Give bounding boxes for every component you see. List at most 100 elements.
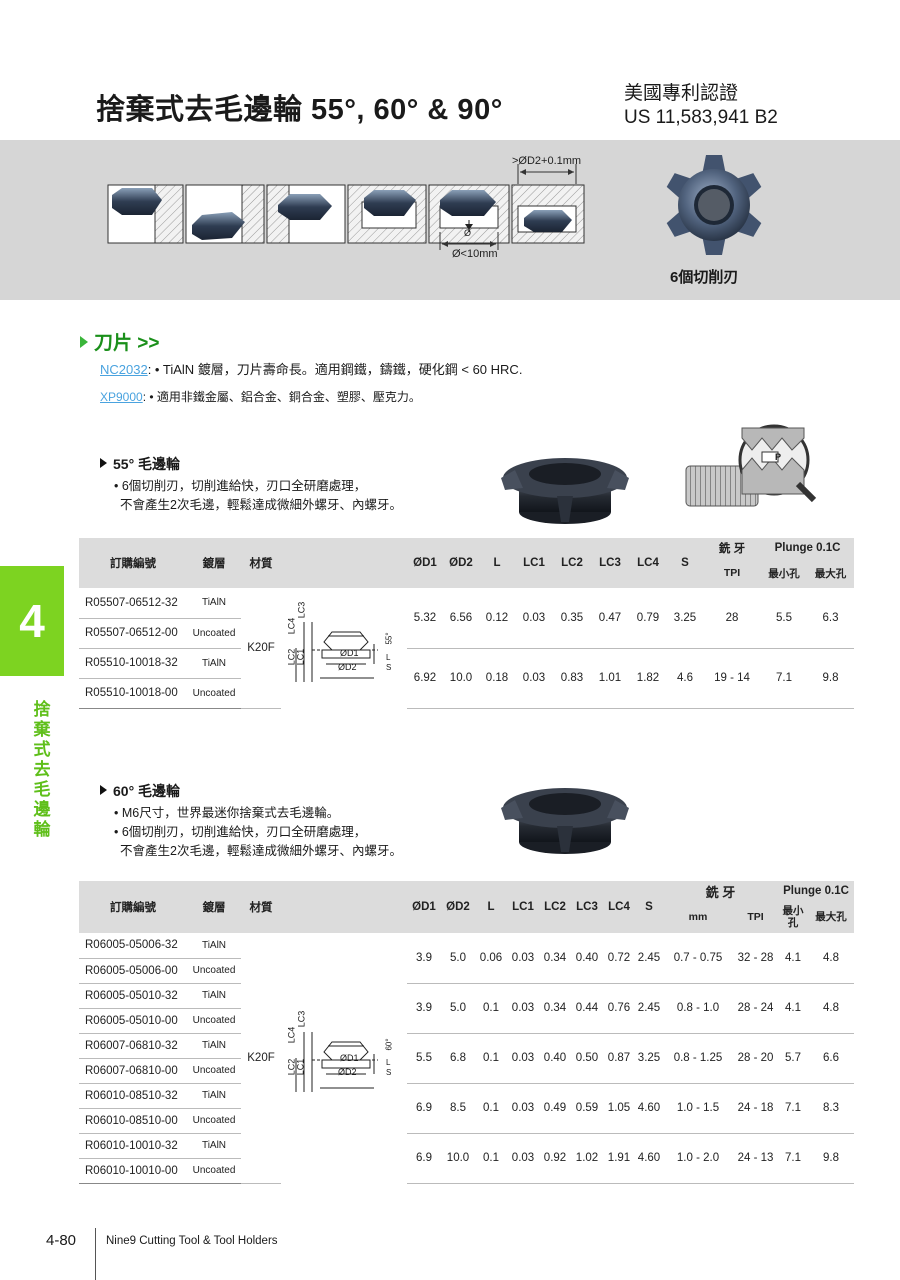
table-cell: 28 - 20: [733, 1033, 778, 1084]
table-cell: Uncoated: [187, 1058, 241, 1084]
table-cell: K20F: [241, 933, 281, 1184]
dim-lc3: LC3: [296, 601, 307, 619]
inserts-heading: 刀片 >>: [80, 328, 159, 355]
table-cell: 6.9: [407, 1133, 441, 1184]
table-cell: 7.1: [778, 1133, 808, 1184]
patent-line2: US 11,583,941 B2: [624, 107, 778, 128]
table-cell: TiAlN: [187, 648, 241, 679]
dim-lc1: LC1: [295, 648, 306, 666]
tool-dim-diagram-60: [295, 1031, 378, 1092]
table-cell: 0.87: [603, 1033, 635, 1084]
table-cell: 1.0 - 2.0: [663, 1133, 733, 1184]
table-cell: R06007-06810-00: [79, 1058, 187, 1084]
table-cell: Plunge 0.1C: [778, 881, 855, 901]
table-cell: 4.60: [635, 1133, 663, 1184]
table-cell: ØD1: [407, 538, 443, 588]
dim-lc1-60: LC1: [295, 1058, 306, 1076]
table-cell: LC4: [629, 538, 667, 588]
table-cell: LC1: [515, 538, 553, 588]
insert-code-link[interactable]: NC2032: [100, 362, 148, 377]
table-cell: 1.91: [603, 1133, 635, 1184]
table-cell: 0.03: [507, 1083, 539, 1134]
table-cell: 0.34: [539, 933, 571, 984]
table-cell: 訂購編號: [79, 538, 187, 588]
table-cell: 6.92: [407, 648, 443, 709]
table-cell: 4.60: [635, 1083, 663, 1134]
table-cell: TiAlN: [187, 588, 241, 619]
page-number: 4-80: [46, 1232, 77, 1249]
table-cell: [281, 881, 407, 933]
table-cell: LC2: [539, 881, 571, 933]
table-cell: 0.12: [479, 588, 515, 649]
table-cell: 0.03: [507, 1033, 539, 1084]
table-cell: 1.05: [603, 1083, 635, 1134]
table-cell: TPI: [703, 558, 761, 588]
table-cell: 6.3: [807, 588, 855, 649]
table-cell: [281, 588, 407, 708]
table-cell: [281, 933, 407, 1183]
table-cell: 32 - 28: [733, 933, 778, 984]
table-cell: TiAlN: [187, 933, 241, 959]
table-cell: LC2: [553, 538, 591, 588]
dim-s: S: [386, 663, 392, 672]
insert-nc2032: NC2032: • TiAlN 鍍層，刀片壽命長。適用鋼鐵，鑄鐵，硬化鋼 < 6…: [100, 362, 523, 377]
table-cell: 最大孔: [808, 901, 855, 933]
dim-lc4: LC4: [286, 617, 297, 635]
chapter-label: 捨棄式去毛邊輪: [33, 700, 51, 839]
cutter-label: 6個切削刃: [670, 269, 739, 286]
table-cell: R06007-06810-32: [79, 1033, 187, 1059]
table-cell: Uncoated: [187, 1108, 241, 1134]
table-cell: TiAlN: [187, 1033, 241, 1059]
table-cell: 鍍層: [187, 538, 241, 588]
process-illustration: [107, 164, 585, 250]
table-60: 訂購編號 鍍層 材質 ØD1 ØD2 L LC1 LC2 LC3 LC4 S 銑…: [79, 881, 855, 1184]
table-cell: 5.0: [441, 933, 475, 984]
table-cell: 6.6: [808, 1033, 855, 1084]
table-cell: 最小孔: [761, 558, 807, 588]
table-cell: 1.02: [571, 1133, 603, 1184]
wheel-60-photo: [501, 788, 629, 854]
table-cell: 4.1: [778, 933, 808, 984]
table-cell: 6.8: [441, 1033, 475, 1084]
table-cell: 2.45: [635, 933, 663, 984]
table-cell: TPI: [733, 901, 778, 933]
table-cell: 0.76: [603, 983, 635, 1034]
table-55: 訂購編號 鍍層 材質 ØD1 ØD2 L LC1 LC2 LC3 LC4 S 銑…: [79, 538, 855, 709]
table-cell: 0.50: [571, 1033, 603, 1084]
table-cell: 0.44: [571, 983, 603, 1034]
table-cell: Uncoated: [187, 678, 241, 709]
table-cell: 0.8 - 1.0: [663, 983, 733, 1034]
dim-d1-60: ØD1: [340, 1053, 359, 1063]
table-cell: 19 - 14: [703, 648, 761, 709]
table-cell: 0.92: [539, 1133, 571, 1184]
table-cell: 0.72: [603, 933, 635, 984]
table-cell: 訂購編號: [79, 881, 187, 933]
table-cell: ØD2: [443, 538, 479, 588]
table-cell: 0.1: [475, 1033, 507, 1084]
table-cell: 9.8: [807, 648, 855, 709]
table-cell: 材質: [241, 538, 281, 588]
table-cell: 0.34: [539, 983, 571, 1034]
table-cell: TiAlN: [187, 983, 241, 1009]
table-cell: ØD1: [407, 881, 441, 933]
thread-magnifier: [685, 424, 817, 507]
table-cell: TiAlN: [187, 1133, 241, 1159]
section-60-bullets: • M6尺寸，世界最迷你捨棄式去毛邊輪。 • 6個切削刃，切削進給快，刃口全研磨…: [114, 806, 402, 858]
table-cell: 0.40: [571, 933, 603, 984]
dim-d2-60: ØD2: [338, 1067, 357, 1077]
table-cell: Plunge 0.1C: [761, 538, 855, 558]
section-55-heading: 55° 毛邊輪: [100, 454, 180, 474]
insert-code-link[interactable]: XP9000: [100, 390, 143, 404]
table-cell: 3.9: [407, 933, 441, 984]
table-cell: mm: [663, 901, 733, 933]
table-cell: R06005-05006-00: [79, 958, 187, 984]
insert-xp9000: XP9000: • 適用非鐵金屬、鋁合金、銅合金、塑膠、壓克力。: [100, 390, 421, 404]
table-cell: 最大孔: [807, 558, 855, 588]
table-cell: TiAlN: [187, 1083, 241, 1109]
table-cell: 0.18: [479, 648, 515, 709]
table-cell: 銑 牙: [663, 881, 778, 901]
tool-dim-diagram-55: [295, 621, 378, 682]
table-cell: 1.82: [629, 648, 667, 709]
cutter-photo: [666, 155, 762, 255]
pitch-label: P: [775, 452, 782, 462]
